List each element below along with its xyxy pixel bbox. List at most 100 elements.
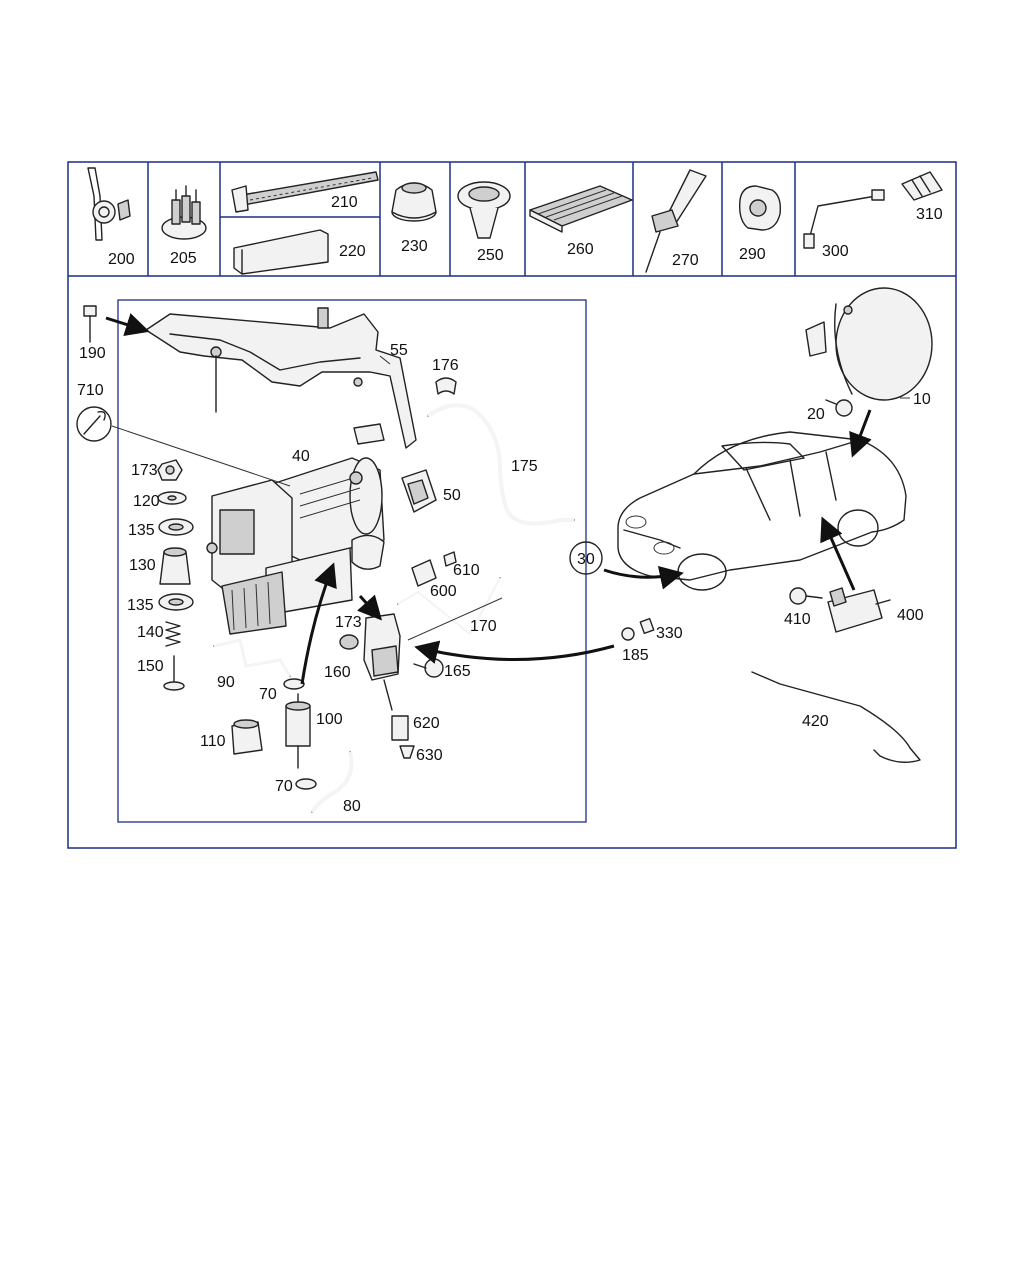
label-610: 610 xyxy=(453,562,480,579)
label-630: 630 xyxy=(416,747,443,764)
part-270-cable-tie-icon xyxy=(645,169,707,273)
label-120: 120 xyxy=(133,493,160,510)
part-400-level-sensor-icon xyxy=(827,587,891,633)
label-80: 80 xyxy=(343,798,361,815)
label-170: 170 xyxy=(470,618,497,635)
label-220: 220 xyxy=(339,243,366,260)
label-190: 190 xyxy=(79,345,106,362)
label-110: 110 xyxy=(200,733,226,750)
label-710: 710 xyxy=(77,382,104,399)
part-50-mount-icon xyxy=(401,469,437,513)
label-420: 420 xyxy=(802,713,829,730)
label-330: 330 xyxy=(656,625,683,642)
part-300-rod-icon xyxy=(803,189,885,249)
part-175-hose-icon xyxy=(426,403,575,526)
part-135-washer-icon xyxy=(158,518,194,536)
part-230-rubber-grommet-icon xyxy=(391,182,437,222)
label-205: 205 xyxy=(170,250,197,267)
part-205-connector-icon xyxy=(161,185,207,240)
label-50: 50 xyxy=(443,487,461,504)
label-90: 90 xyxy=(217,674,235,691)
part-120-washer-icon xyxy=(157,491,187,505)
label-55: 55 xyxy=(390,342,408,359)
part-80-hose-icon xyxy=(310,751,354,814)
label-130: 130 xyxy=(129,557,156,574)
part-420-linkage-rod-icon xyxy=(751,671,921,763)
label-20: 20 xyxy=(807,406,825,423)
part-185-fitting-icon xyxy=(621,627,635,641)
part-176b-fitting-icon xyxy=(351,534,385,570)
part-176-clip-icon xyxy=(435,377,457,395)
part-630-clip-icon xyxy=(399,745,415,759)
label-176: 176 xyxy=(432,357,459,374)
label-250: 250 xyxy=(477,247,504,264)
part-620-connector-icon xyxy=(391,715,409,741)
label-210: 210 xyxy=(331,194,358,211)
part-100-filter-icon xyxy=(285,693,311,769)
label-300: 300 xyxy=(822,243,849,260)
label-270: 270 xyxy=(672,252,699,269)
part-10-reservoir-icon xyxy=(805,287,933,401)
label-150: 150 xyxy=(137,658,164,675)
part-250-mount-icon xyxy=(457,181,511,239)
label-290: 290 xyxy=(739,246,766,263)
part-173-nut-icon xyxy=(157,459,183,481)
part-290-bushing-icon xyxy=(738,185,782,231)
part-173b-washer-icon xyxy=(339,634,359,650)
label-165: 165 xyxy=(444,663,471,680)
label-10: 10 xyxy=(913,391,931,408)
label-160: 160 xyxy=(324,664,351,681)
part-610-clip-icon xyxy=(443,551,457,567)
label-135-bottom: 135 xyxy=(127,597,154,614)
label-135-top: 135 xyxy=(128,522,155,539)
part-200-clip-icon xyxy=(87,167,131,241)
vehicle-outline-icon xyxy=(617,431,907,591)
label-140: 140 xyxy=(137,624,164,641)
label-310: 310 xyxy=(916,206,943,223)
part-110-sensor-icon xyxy=(231,719,263,755)
part-310-fitting-icon xyxy=(901,171,943,201)
part-20-bolt-icon xyxy=(825,399,853,417)
part-140-spring-icon xyxy=(165,621,181,647)
label-410: 410 xyxy=(784,611,811,628)
part-160-valve-icon xyxy=(363,613,401,711)
part-600-connector-icon xyxy=(411,559,437,587)
label-260: 260 xyxy=(567,241,594,258)
assembly-arrows xyxy=(105,313,872,685)
part-150-bolt-icon xyxy=(163,655,185,691)
part-190-bolt-icon xyxy=(83,305,97,343)
label-40: 40 xyxy=(292,448,310,465)
label-173-mid: 173 xyxy=(335,614,362,631)
label-175: 175 xyxy=(511,458,538,475)
compressor-assembly-panel xyxy=(117,299,587,823)
label-185: 185 xyxy=(622,647,649,664)
part-220-channel-profile-icon xyxy=(233,229,329,275)
part-210-cable-tie-strip-icon xyxy=(231,171,379,213)
header-cell-dividers xyxy=(147,162,796,276)
tool-710-wrench-symbol xyxy=(76,406,112,442)
part-260-foam-pad-icon xyxy=(529,185,633,233)
label-200: 200 xyxy=(108,251,135,268)
part-70-clamp-icon xyxy=(283,678,305,690)
diagram-frame xyxy=(67,161,957,849)
part-410-bolt-icon xyxy=(789,587,823,605)
part-number-labels: 200 205 210 220 230 250 260 270 290 300 … xyxy=(77,194,943,815)
part-330-plug-icon xyxy=(639,617,655,635)
part-55-bracket-icon xyxy=(145,307,417,449)
label-30: 30 xyxy=(577,551,595,568)
callout-30-circle xyxy=(569,541,603,575)
part-135b-washer-icon xyxy=(158,593,194,611)
label-620: 620 xyxy=(413,715,440,732)
part-70b-clamp-icon xyxy=(295,778,317,790)
part-165-screw-icon xyxy=(413,658,444,678)
part-90-pipe-icon xyxy=(213,638,292,677)
label-173-top: 173 xyxy=(131,462,158,479)
label-400: 400 xyxy=(897,607,924,624)
label-230: 230 xyxy=(401,238,428,255)
label-600: 600 xyxy=(430,583,457,600)
leader-lines xyxy=(111,355,910,641)
label-70-top: 70 xyxy=(259,686,277,703)
label-100: 100 xyxy=(316,711,343,728)
part-130-rubber-mount-icon xyxy=(159,547,191,585)
